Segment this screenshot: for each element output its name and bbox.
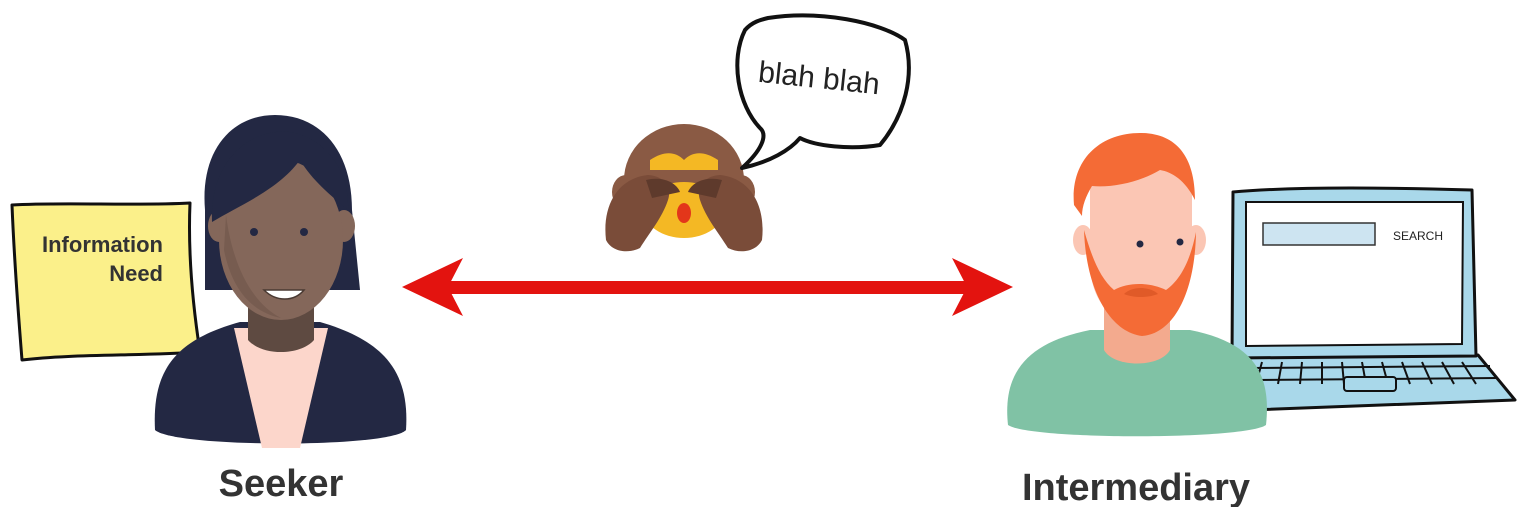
speech-bubble: blah blah [735, 13, 911, 170]
information-need-note: Information Need [10, 201, 202, 362]
laptop-search-button-label: SEARCH [1393, 229, 1443, 243]
note-line-2: Need [109, 261, 163, 286]
trackpad [1343, 376, 1397, 392]
see-no-evil-monkey-icon [605, 124, 763, 252]
laptop-search-box [1262, 222, 1376, 246]
intermediary-avatar [1007, 133, 1267, 437]
seeker-avatar [154, 115, 407, 448]
intermediary-label: Intermediary [1022, 467, 1250, 507]
seeker-label: Seeker [219, 463, 344, 505]
laptop: SEARCH [1230, 186, 1517, 412]
note-line-1: Information [42, 232, 163, 257]
double-headed-arrow [402, 258, 1013, 316]
